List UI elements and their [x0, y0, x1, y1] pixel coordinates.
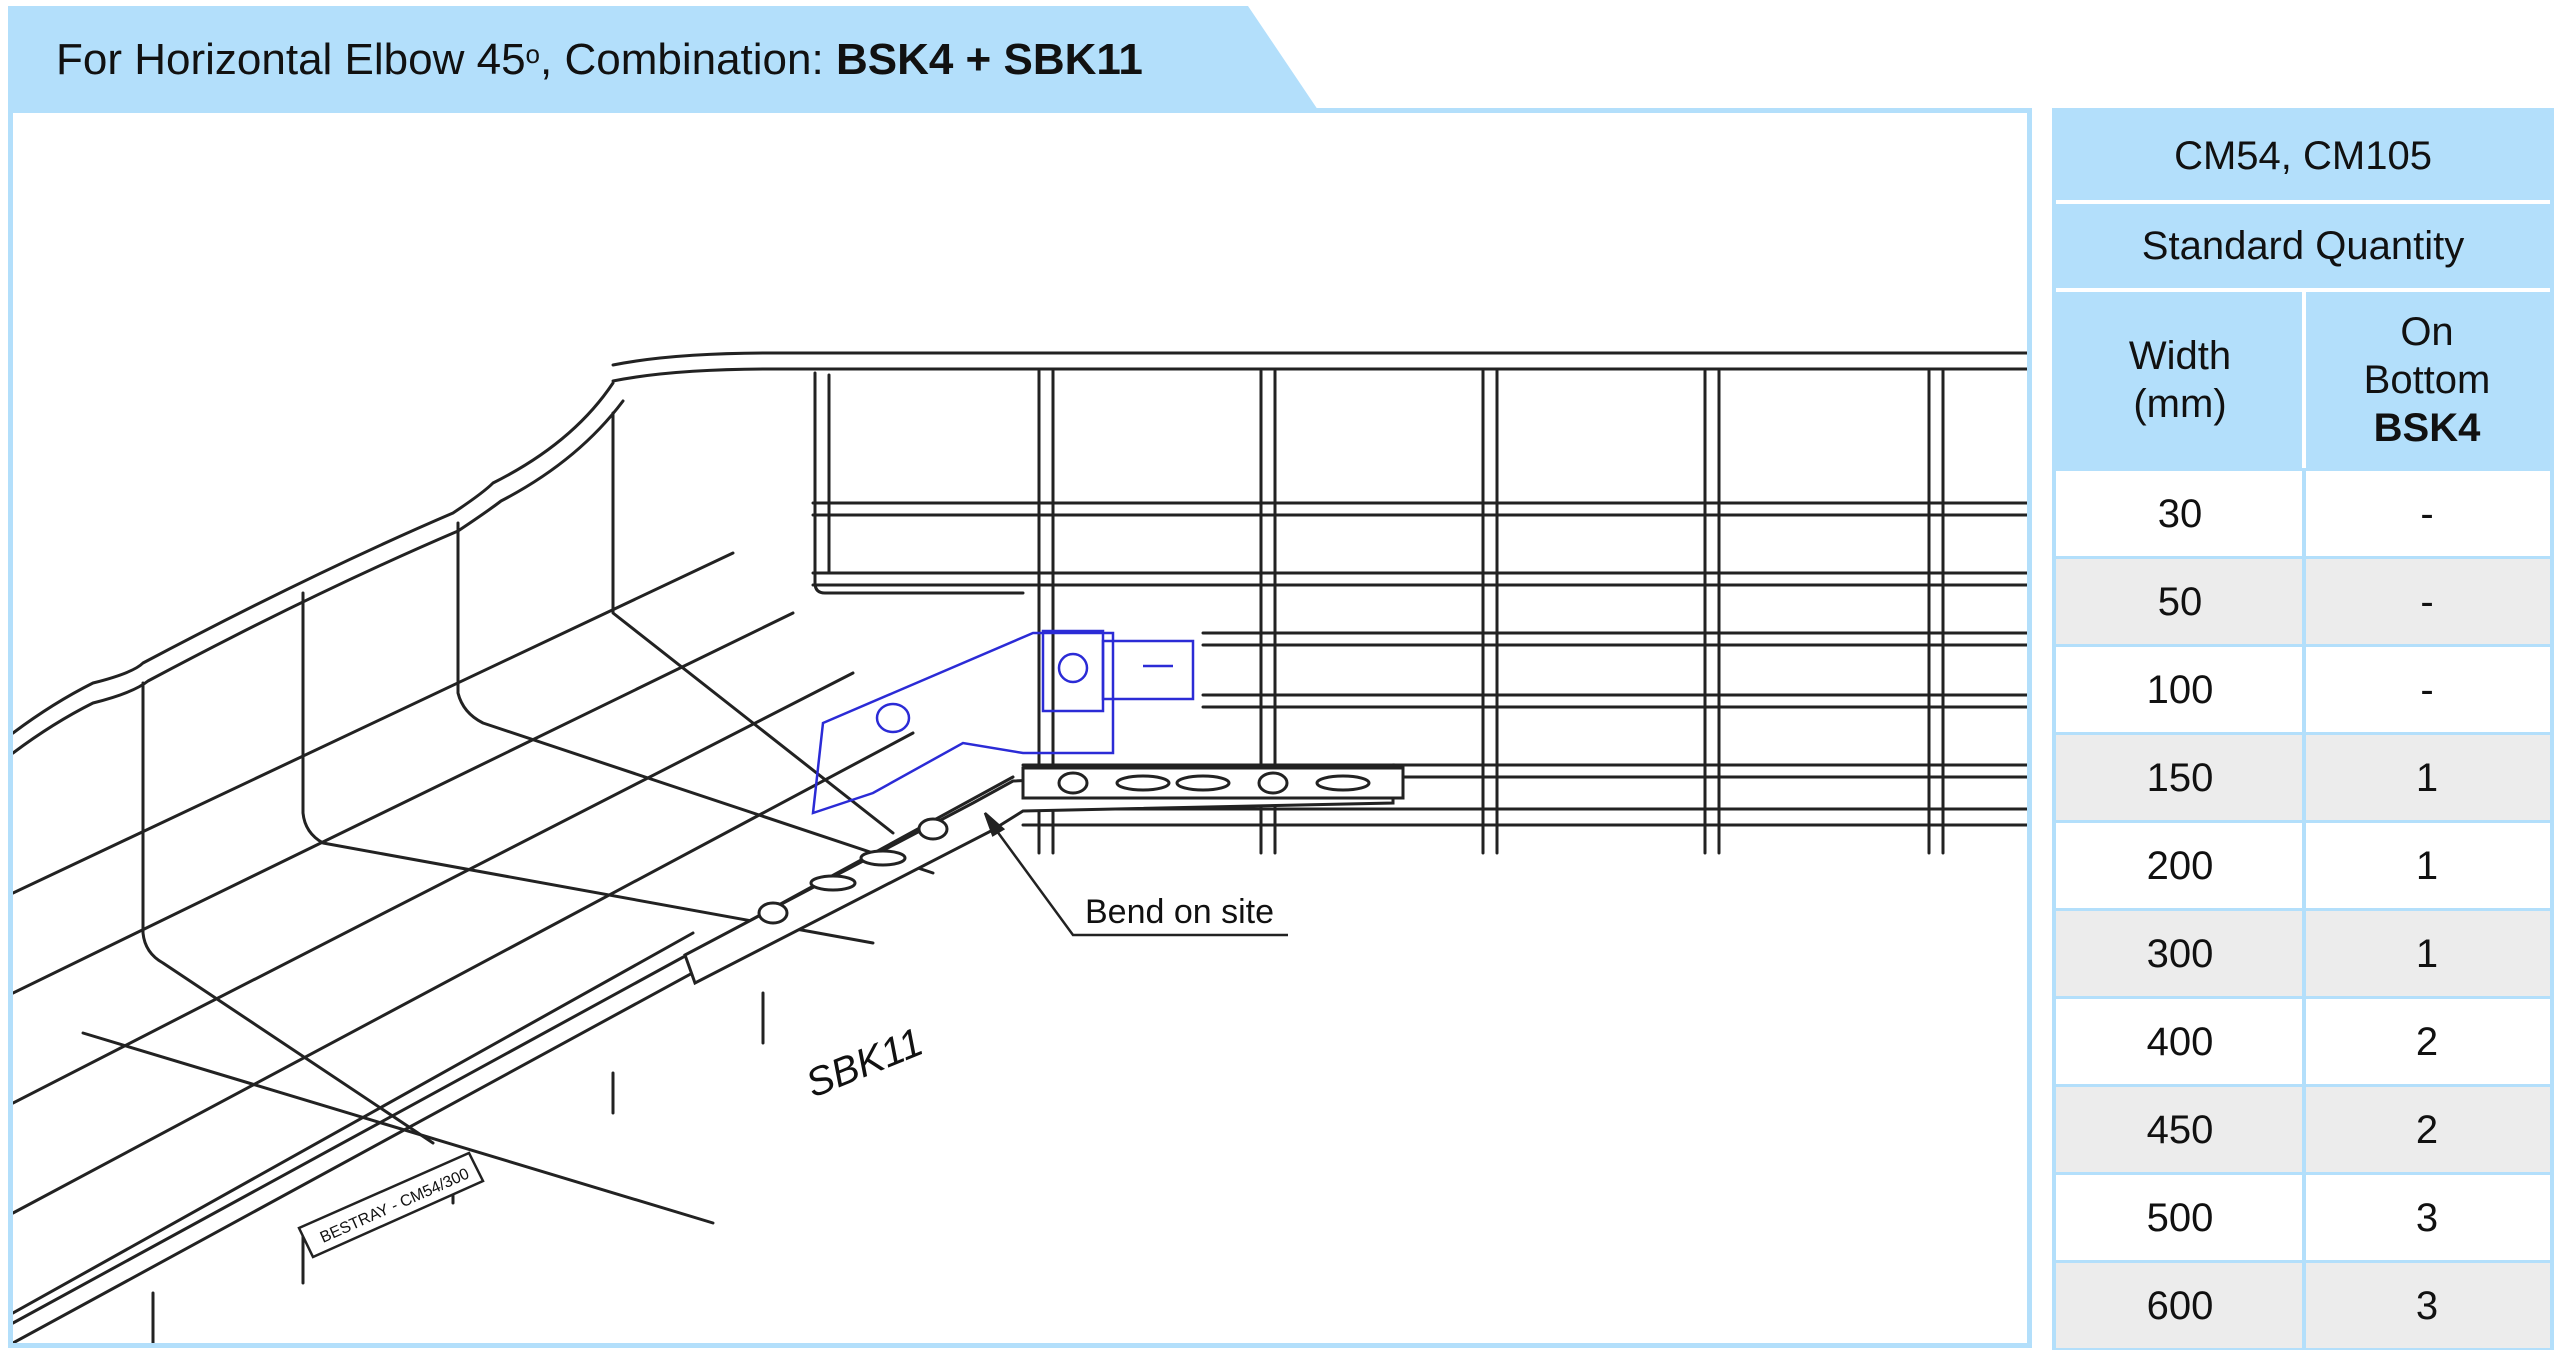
- width-cell: 200: [2146, 843, 2214, 888]
- table-row: 600 3: [2056, 1260, 2550, 1348]
- width-cell: 30: [2157, 491, 2203, 536]
- sbk11-label: SBK11: [800, 1020, 929, 1106]
- title-degree: o: [525, 39, 541, 69]
- left-tray-cross-wire-3: [456, 521, 935, 875]
- quantity-cell: -: [2420, 579, 2434, 624]
- left-tray-floor-wire-3: [13, 671, 855, 1105]
- table-row: 30 -: [2056, 468, 2550, 556]
- tray-marking-text: BESTRAY - CM54/300: [318, 1165, 472, 1246]
- left-tray-top-rim: [13, 381, 615, 735]
- table-row: 450 2: [2056, 1084, 2550, 1172]
- quantity-cell: 2: [2415, 1107, 2439, 1152]
- quantity-cell: 1: [2415, 931, 2439, 976]
- bend-callout-leader: [983, 812, 1288, 937]
- table-row: 100 -: [2056, 644, 2550, 732]
- elbow-drawing: SBK11 Bend on site BESTRAY - CM54/300: [13, 351, 2027, 1343]
- col-on-line3: BSK4: [2373, 406, 2481, 450]
- right-tray-vertical-1: [813, 371, 1025, 595]
- row-divider: [2302, 559, 2306, 644]
- left-tray-cross-wire-5: [81, 1031, 715, 1225]
- title-prefix: For Horizontal Elbow 45: [56, 35, 526, 84]
- row-divider: [2302, 999, 2306, 1084]
- row-divider: [2302, 823, 2306, 908]
- right-tray-top-edge-inner: [611, 367, 2027, 383]
- sbk11-strip: [683, 763, 1405, 986]
- bend-callout-label: Bend on site: [1085, 893, 1274, 931]
- width-cell: 400: [2146, 1019, 2214, 1064]
- tray-marking-plate: [297, 1151, 485, 1259]
- right-tray-top-edge: [611, 351, 2027, 367]
- table-header-quantity: Standard Quantity: [2056, 200, 2550, 288]
- table-row: 300 1: [2056, 908, 2550, 996]
- quantity-cell: 2: [2415, 1019, 2439, 1064]
- col-width-header: Width (mm): [2056, 292, 2304, 468]
- page-title: For Horizontal Elbow 45o, Combination: B…: [56, 30, 1143, 90]
- quantity-table: CM54, CM105 Standard Quantity Width (mm)…: [2052, 108, 2554, 1350]
- col-width-line1: Width: [2128, 334, 2232, 378]
- col-on-line1: On: [2400, 310, 2454, 354]
- row-divider: [2302, 647, 2306, 732]
- table-row: 500 3: [2056, 1172, 2550, 1260]
- title-tab-shape: [8, 6, 1318, 110]
- row-divider: [2302, 911, 2306, 996]
- title-middle: , Combination:: [540, 35, 836, 84]
- row-divider: [2302, 471, 2306, 556]
- standard-quantity-label: Standard Quantity: [2141, 223, 2465, 268]
- quantity-cell: 1: [2415, 755, 2439, 800]
- row-divider: [2302, 1175, 2306, 1260]
- table-row: 400 2: [2056, 996, 2550, 1084]
- quantity-cell: -: [2420, 491, 2434, 536]
- col-on-line2: Bottom: [2363, 358, 2491, 402]
- row-divider: [2302, 735, 2306, 820]
- models-label: CM54, CM105: [2174, 133, 2432, 178]
- width-cell: 100: [2146, 667, 2214, 712]
- bsk4-bracket: [811, 629, 1195, 815]
- title-tab: For Horizontal Elbow 45o, Combination: B…: [8, 6, 1318, 110]
- row-divider: [2302, 1263, 2306, 1348]
- left-tray-bottom-rail-2: [13, 775, 1015, 1325]
- width-cell: 50: [2157, 579, 2203, 624]
- width-cell: 300: [2146, 931, 2214, 976]
- width-cell: 450: [2146, 1107, 2214, 1152]
- quantity-cell: 3: [2415, 1283, 2439, 1328]
- left-tray-floor-wire-5: [13, 931, 695, 1315]
- title-combination: BSK4 + SBK11: [835, 35, 1143, 84]
- left-tray-floor-wire-1: [13, 551, 735, 895]
- table-column-headers: Width (mm) On Bottom BSK4: [2056, 288, 2550, 468]
- width-cell: 600: [2146, 1283, 2214, 1328]
- quantity-cell: 1: [2415, 843, 2439, 888]
- width-cell: 500: [2146, 1195, 2214, 1240]
- quantity-cell: 3: [2415, 1195, 2439, 1240]
- col-width-line2: (mm): [2133, 382, 2227, 426]
- width-cell: 150: [2146, 755, 2214, 800]
- left-tray-top-rim-inner: [13, 399, 625, 755]
- left-tray-floor-wire-4: [13, 731, 915, 1215]
- left-tray-cross-wire-1: [141, 681, 435, 1145]
- quantity-cell: -: [2420, 667, 2434, 712]
- header-divider: [2302, 292, 2306, 468]
- left-tray-cross-wire-4: [611, 411, 895, 835]
- col-on-bottom-header: On Bottom BSK4: [2304, 292, 2550, 468]
- table-header-models: CM54, CM105: [2056, 112, 2550, 200]
- table-row: 50 -: [2056, 556, 2550, 644]
- left-tray-cross-wire-2: [301, 591, 875, 945]
- drawing-frame: SBK11 Bend on site BESTRAY - CM54/300: [8, 108, 2032, 1348]
- row-divider: [2302, 1087, 2306, 1172]
